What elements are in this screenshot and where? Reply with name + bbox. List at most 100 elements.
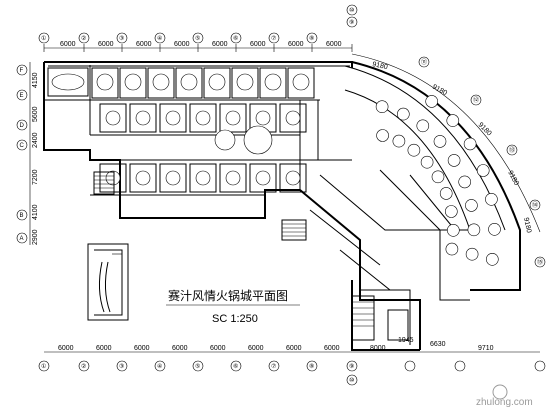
round-table <box>376 129 389 142</box>
private-room <box>287 67 315 99</box>
axis-bubble-9 <box>346 16 358 28</box>
round-table <box>467 223 481 237</box>
round-table <box>135 110 151 126</box>
round-table <box>180 73 198 91</box>
axis-bubble-2 <box>78 32 90 44</box>
round-table <box>214 129 236 151</box>
round-table <box>195 170 211 186</box>
private-room <box>219 103 247 133</box>
oval-table <box>51 73 85 91</box>
axis-label-2: ② <box>81 35 86 42</box>
drawing-title-block: 赛汁风情火锅城平面图 SC 1:250 <box>166 288 300 325</box>
private-room <box>249 163 277 193</box>
left-dim-4: 7200 <box>32 169 39 185</box>
round-table <box>124 73 142 91</box>
watermark-logo-icon <box>492 384 508 400</box>
private-room <box>189 103 217 133</box>
axis-bubble-bottom-11 <box>404 360 416 372</box>
private-room <box>259 67 287 99</box>
bottom-dim-1: 6000 <box>58 345 74 352</box>
row-bubble-b <box>16 209 28 221</box>
row-bubble-e <box>16 89 28 101</box>
arc-bubble-2 <box>470 94 482 106</box>
round-table <box>439 187 453 200</box>
bottom-dim-9: 8000 <box>370 345 386 352</box>
private-rooms-top-row <box>47 67 315 99</box>
axis-label-bottom-1: ① <box>41 363 46 370</box>
bottom-dim-8: 6000 <box>324 345 340 352</box>
round-table <box>445 242 459 256</box>
round-table <box>425 95 439 108</box>
left-dim-2: 5600 <box>32 106 39 122</box>
axis-bubble-bottom-10 <box>346 374 358 386</box>
private-room <box>159 163 187 193</box>
axis-bubble-bottom-4 <box>154 360 166 372</box>
round-table <box>105 110 121 126</box>
left-dimension-line: F E D C B A 4150 5600 2400 7200 4100 290… <box>16 62 39 245</box>
private-room <box>189 163 217 193</box>
axis-label-10: ⑩ <box>349 7 354 14</box>
round-table <box>264 73 282 91</box>
round-table <box>485 193 498 206</box>
axis-bubble-bottom-12 <box>454 360 466 372</box>
row-label-e: E <box>20 93 24 99</box>
axis-bubble-7 <box>268 32 280 44</box>
left-dim-1: 4150 <box>32 72 39 88</box>
axis-label-bottom-7: ⑦ <box>271 363 276 370</box>
drawing-title: 赛汁风情火锅城平面图 <box>168 288 288 303</box>
private-room <box>159 103 187 133</box>
private-room <box>147 67 175 99</box>
round-table-large <box>243 125 273 155</box>
arc-bubble-5 <box>534 256 546 268</box>
round-table <box>447 154 461 167</box>
axis-bubble-bottom-7 <box>268 360 280 372</box>
bottom-dim-3: 6000 <box>134 345 150 352</box>
bottom-dim-11: 9710 <box>478 345 494 352</box>
axis-bubble-1 <box>38 32 50 44</box>
round-table <box>236 73 254 91</box>
bottom-dim-5: 6000 <box>210 345 226 352</box>
round-table <box>225 170 241 186</box>
axis-bubble-3 <box>116 32 128 44</box>
arc-bubble-4 <box>529 199 541 211</box>
round-table <box>433 135 447 148</box>
arc-label-2: ⑫ <box>473 96 479 104</box>
round-table <box>208 73 226 91</box>
bottom-dim-6: 6000 <box>248 345 264 352</box>
axis-bubble-bottom-8 <box>306 360 318 372</box>
left-dim-3: 2400 <box>32 132 39 148</box>
round-table <box>165 110 181 126</box>
private-room <box>119 67 147 99</box>
round-table <box>463 137 477 151</box>
round-table <box>96 73 114 91</box>
round-table <box>485 252 499 266</box>
arc-label-4: ⑭ <box>532 201 538 209</box>
axis-label-bottom-8: ⑧ <box>309 363 314 370</box>
axis-label-5: ⑤ <box>195 35 200 42</box>
round-table <box>285 110 301 126</box>
bottom-dim-2: 6000 <box>96 345 112 352</box>
private-room <box>99 163 127 193</box>
axis-label-9: ⑨ <box>349 19 354 26</box>
staircase-center <box>281 219 307 241</box>
axis-bubble-4 <box>154 32 166 44</box>
bottom-dimension-line: 6000 6000 6000 6000 6000 6000 6000 6000 … <box>44 337 540 353</box>
axis-label-bottom-9: ⑨ <box>349 363 354 370</box>
row-label-c: C <box>20 143 25 149</box>
staircase-left <box>93 171 115 195</box>
private-room <box>129 163 157 193</box>
round-table <box>375 100 389 113</box>
round-table <box>152 73 170 91</box>
round-table <box>431 170 445 184</box>
private-room <box>91 67 119 99</box>
top-dim-6: 6000 <box>250 41 266 48</box>
row-label-a: A <box>20 236 24 242</box>
private-room-large <box>47 67 89 97</box>
stair-detail-inset <box>87 243 129 321</box>
column-axis-top: ① ② ③ ④ ⑤ ⑥ ⑦ ⑧ ⑨ ⑩ <box>38 4 358 44</box>
arc-label-3: ⑬ <box>509 146 515 154</box>
round-table <box>255 110 271 126</box>
dining-tables-middle <box>99 103 307 193</box>
round-table <box>225 110 241 126</box>
private-room <box>231 67 259 99</box>
